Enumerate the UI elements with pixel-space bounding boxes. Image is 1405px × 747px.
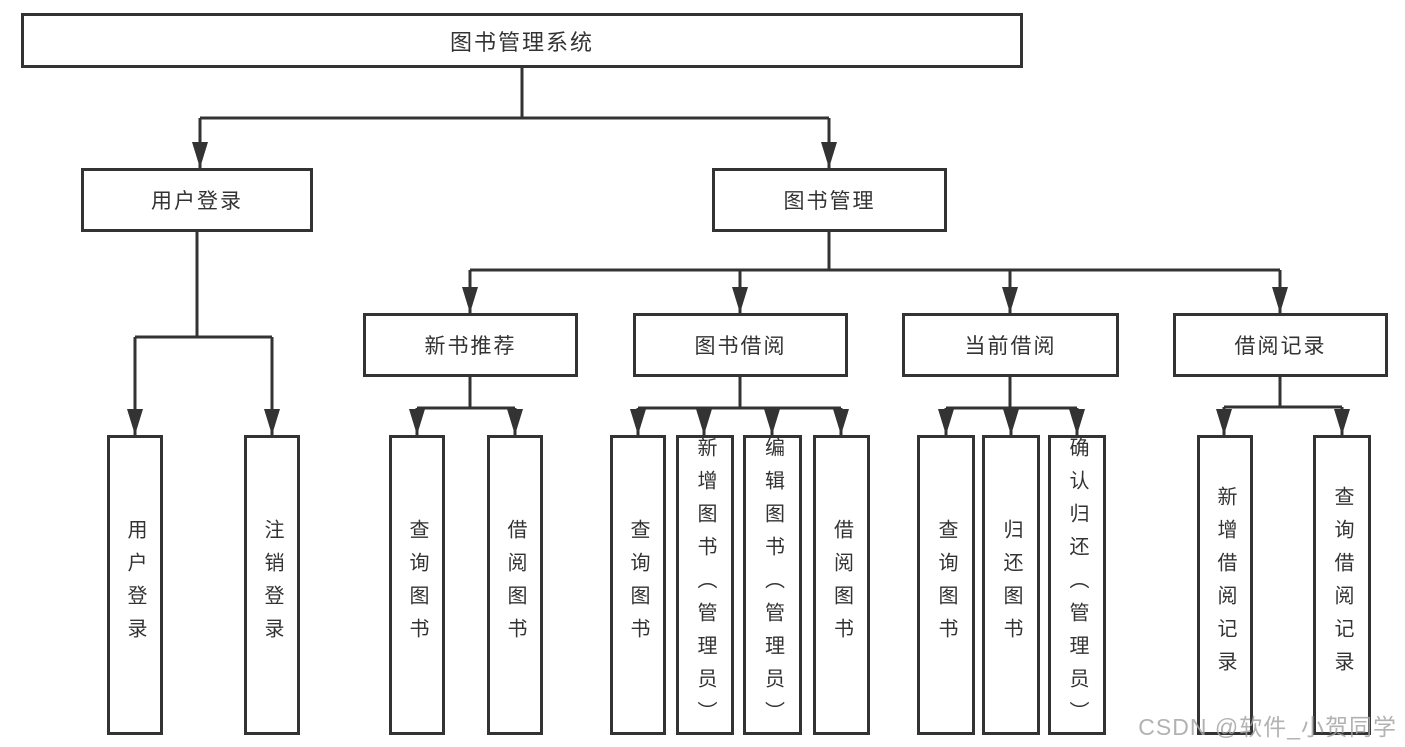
leaf-query-borrow-record: 查询借阅记录 xyxy=(1313,435,1371,735)
leaf-logout: 注销登录 xyxy=(244,435,300,735)
leaf-borrow-books-2: 借阅图书 xyxy=(813,435,870,735)
node-label: 注销登录 xyxy=(261,519,283,651)
node-root-system: 图书管理系统 xyxy=(21,13,1023,68)
leaf-query-books-2: 查询图书 xyxy=(610,435,666,735)
node-book-management: 图书管理 xyxy=(712,168,947,232)
node-label: 借阅图书 xyxy=(504,519,526,651)
node-label: 当前借阅 xyxy=(964,335,1057,358)
node-book-borrow: 图书借阅 xyxy=(633,313,848,377)
node-label: 查询图书 xyxy=(406,519,428,651)
leaf-query-books-1: 查询图书 xyxy=(389,435,445,735)
node-current-borrow: 当前借阅 xyxy=(902,313,1119,377)
node-label: 查询借阅记录 xyxy=(1331,486,1353,684)
node-user-login: 用户登录 xyxy=(81,168,313,232)
node-label: 新增借阅记录 xyxy=(1214,486,1236,684)
node-borrow-records: 借阅记录 xyxy=(1173,313,1388,377)
leaf-confirm-return-admin: 确认归还（管理员） xyxy=(1048,435,1106,735)
leaf-add-borrow-record: 新增借阅记录 xyxy=(1197,435,1253,735)
node-label: 新书推荐 xyxy=(424,335,517,358)
node-label: 图书管理 xyxy=(783,190,876,213)
leaf-user-login: 用户登录 xyxy=(107,435,163,735)
node-label: 图书借阅 xyxy=(694,335,787,358)
node-new-book-recommend: 新书推荐 xyxy=(363,313,578,377)
node-label: 查询图书 xyxy=(627,519,649,651)
node-label: 用户登录 xyxy=(124,519,146,651)
leaf-query-books-3: 查询图书 xyxy=(917,435,975,735)
watermark: CSDN @软件_小贺同学 xyxy=(1138,714,1397,740)
node-label: 确认归还（管理员） xyxy=(1066,436,1088,734)
node-label: 用户登录 xyxy=(151,190,243,213)
node-label: 新增图书（管理员） xyxy=(694,436,716,734)
node-label: 图书管理系统 xyxy=(449,29,594,55)
node-label: 查询图书 xyxy=(935,519,957,651)
leaf-add-books-admin: 新增图书（管理员） xyxy=(676,435,734,735)
leaf-return-books: 归还图书 xyxy=(982,435,1040,735)
leaf-borrow-books-1: 借阅图书 xyxy=(487,435,543,735)
node-label: 编辑图书（管理员） xyxy=(761,436,784,734)
node-label: 归还图书 xyxy=(1000,519,1022,651)
node-label: 借阅记录 xyxy=(1234,335,1327,358)
leaf-edit-books-admin: 编辑图书（管理员） xyxy=(743,435,802,735)
node-label: 借阅图书 xyxy=(830,519,853,651)
